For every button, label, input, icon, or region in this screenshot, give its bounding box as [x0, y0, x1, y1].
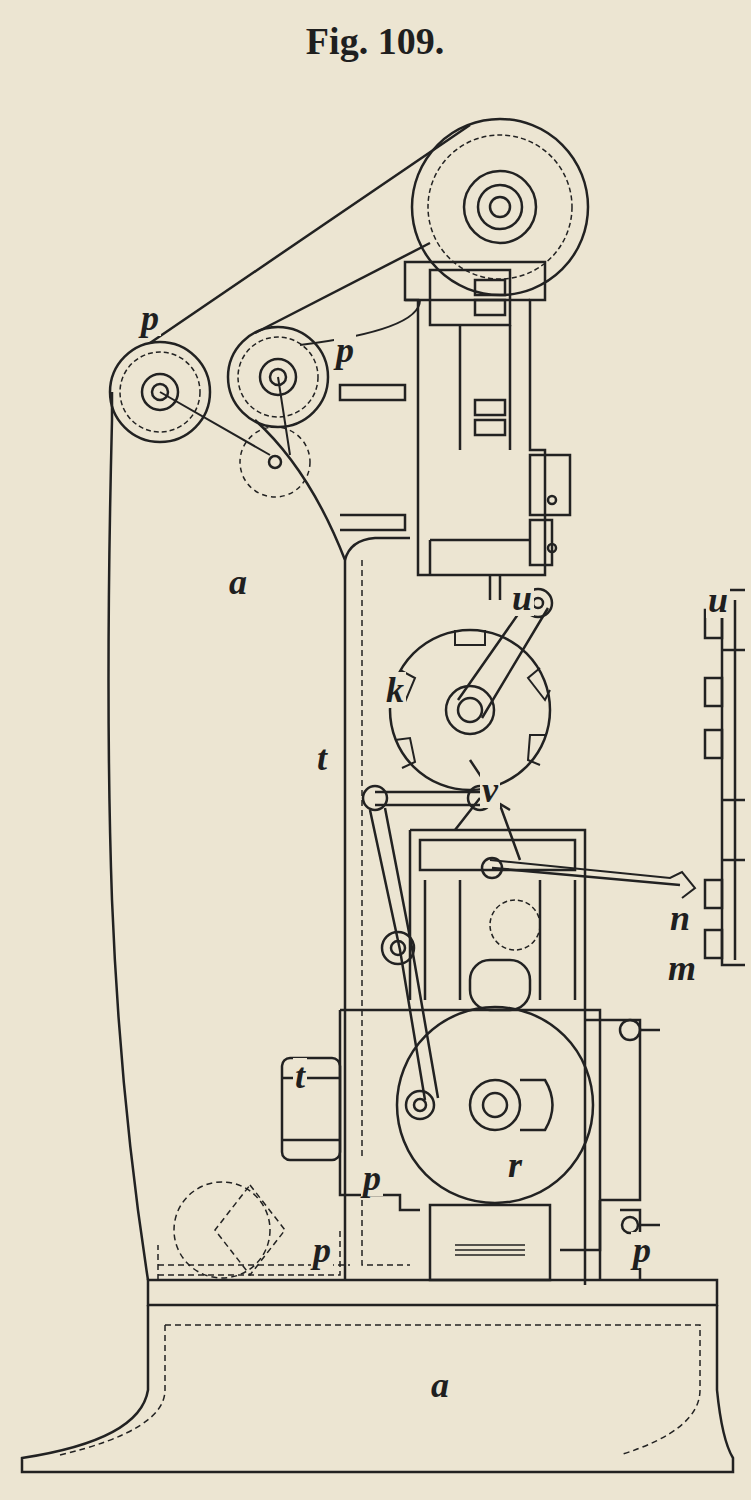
part-letter: t	[315, 740, 329, 776]
figure-title: Fig. 109.	[306, 22, 444, 60]
part-letter: p	[361, 1160, 383, 1196]
part-letter: r	[506, 1147, 524, 1183]
part-letter: n	[668, 900, 692, 936]
part-letter: k	[384, 672, 406, 708]
part-letter: u	[510, 580, 534, 616]
part-letter: v	[480, 772, 500, 808]
part-letter: p	[139, 300, 161, 336]
part-letter: p	[311, 1232, 333, 1268]
part-letter: p	[631, 1232, 653, 1268]
part-letter: t	[293, 1058, 307, 1094]
part-letter: a	[429, 1367, 451, 1403]
part-letter: p	[334, 332, 356, 368]
part-letter: u	[706, 582, 730, 618]
part-letter: m	[666, 950, 698, 986]
part-letter: a	[227, 564, 249, 600]
